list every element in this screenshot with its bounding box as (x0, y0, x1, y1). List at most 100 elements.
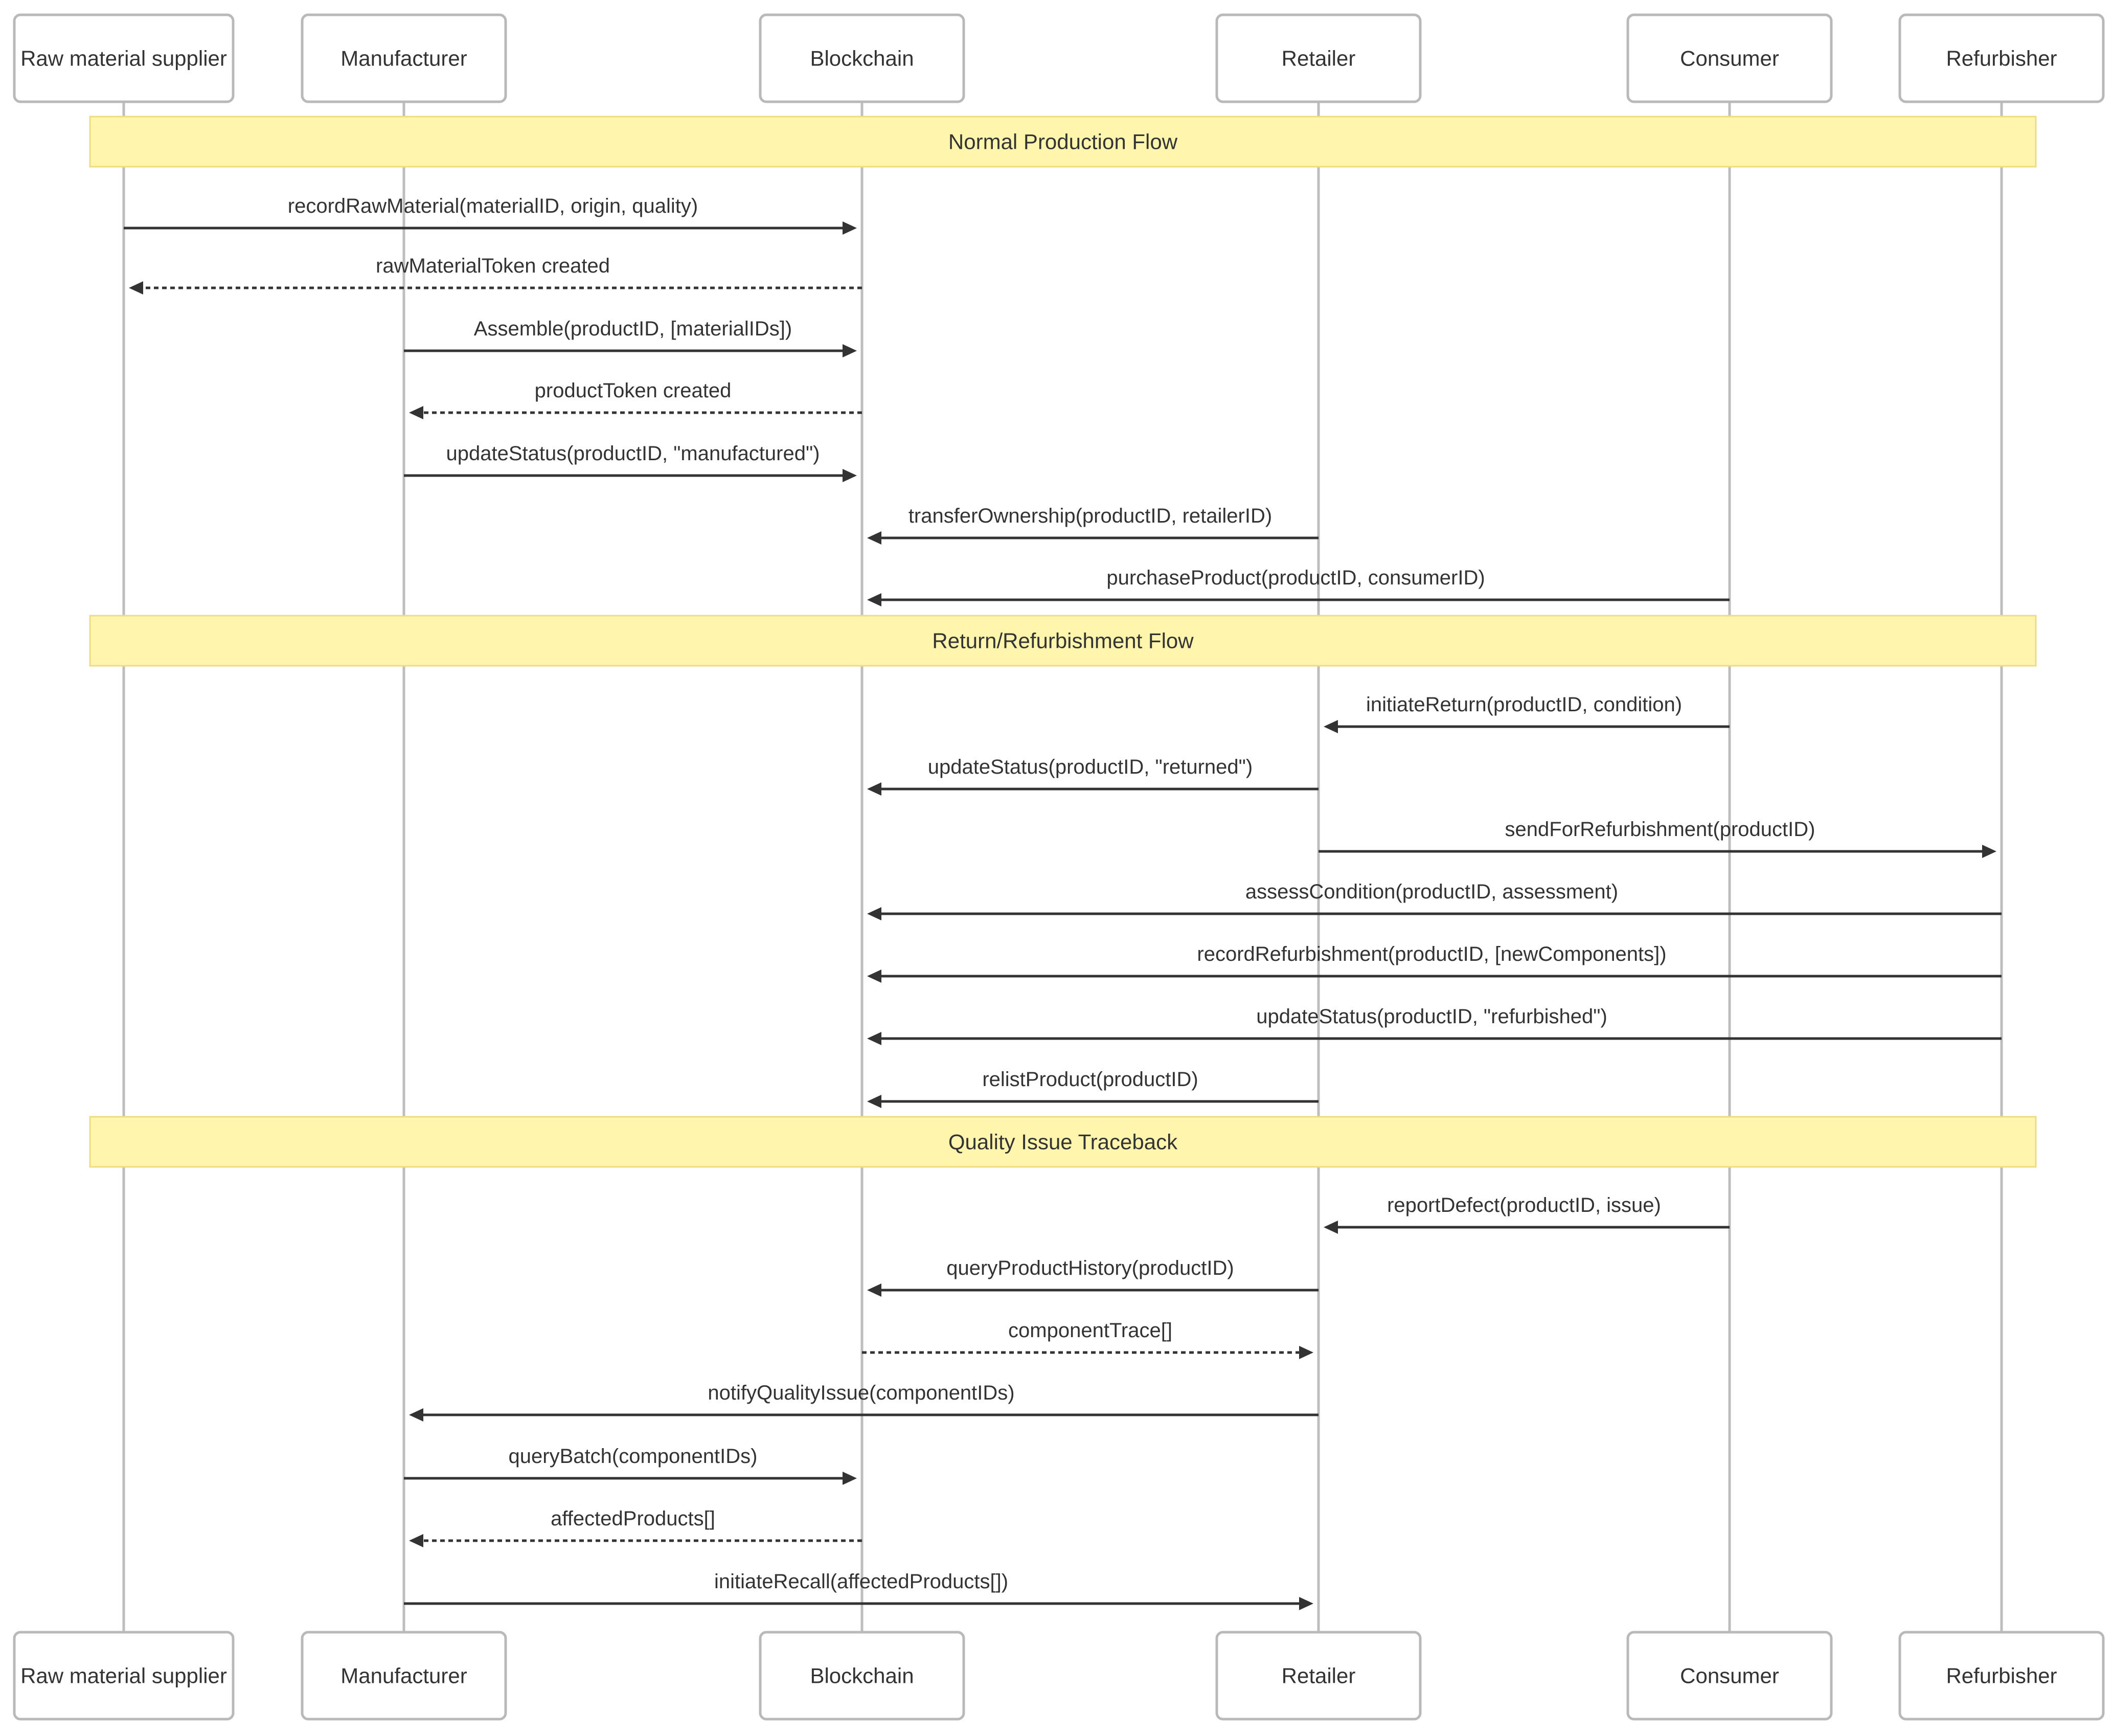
actor-label: Retailer (1282, 47, 1356, 71)
actor-rms-bottom[interactable]: Raw material supplier (13, 1631, 235, 1721)
message: componentTrace[] (862, 1319, 1313, 1359)
actor-box (1898, 13, 2105, 103)
section-note: Quality Issue Traceback (89, 1116, 2037, 1168)
message: initiateReturn(productID, condition) (1324, 693, 1730, 733)
notes: Normal Production FlowReturn/Refurbishme… (89, 116, 2037, 1168)
message: sendForRefurbishment(productID) (1319, 818, 1996, 858)
actor-rms-top[interactable]: Raw material supplier (13, 13, 235, 103)
arrowhead (867, 593, 881, 606)
message-label: updateStatus(productID, "refurbished") (1256, 1005, 1607, 1028)
arrowhead (843, 221, 857, 235)
message: updateStatus(productID, "refurbished") (867, 1005, 2002, 1045)
actor-box (1626, 13, 1833, 103)
note-label: Normal Production Flow (948, 130, 1178, 154)
actor-label: Manufacturer (340, 1664, 467, 1688)
message: productToken created (409, 379, 862, 419)
arrowhead (867, 1032, 881, 1045)
arrowhead (409, 406, 423, 419)
message: updateStatus(productID, "manufactured") (404, 442, 857, 482)
message-label: productToken created (535, 379, 732, 402)
arrowhead (1299, 1597, 1313, 1610)
message-label: initiateRecall(affectedProducts[]) (714, 1570, 1008, 1593)
arrowhead (409, 1408, 423, 1422)
actor-ref-bottom[interactable]: Refurbisher (1898, 1631, 2105, 1721)
actor-label: Raw material supplier (20, 47, 227, 71)
section-note: Normal Production Flow (89, 116, 2037, 168)
arrowhead (867, 531, 881, 545)
message: updateStatus(productID, "returned") (867, 756, 1319, 796)
actor-ret-bottom[interactable]: Retailer (1215, 1631, 1422, 1721)
actor-bc-top[interactable]: Blockchain (759, 13, 965, 103)
arrowhead (843, 344, 857, 357)
message-label: recordRefurbishment(productID, [newCompo… (1197, 943, 1666, 965)
actor-label: Refurbisher (1946, 1664, 2057, 1688)
message: queryBatch(componentIDs) (404, 1445, 857, 1485)
actor-box (1626, 1631, 1833, 1721)
message: reportDefect(productID, issue) (1324, 1194, 1730, 1234)
message: notifyQualityIssue(componentIDs) (409, 1382, 1319, 1422)
actor-label: Consumer (1680, 47, 1779, 71)
actor-label: Retailer (1282, 1664, 1356, 1688)
message-label: queryBatch(componentIDs) (509, 1445, 758, 1468)
actor-bc-bottom[interactable]: Blockchain (759, 1631, 965, 1721)
actor-box (13, 1631, 235, 1721)
message: recordRefurbishment(productID, [newCompo… (867, 943, 2002, 983)
arrowhead (867, 907, 881, 920)
arrowhead (867, 782, 881, 796)
message: initiateRecall(affectedProducts[]) (404, 1570, 1313, 1610)
note-box (89, 615, 2037, 667)
arrowhead (1982, 845, 1996, 858)
message-label: Assemble(productID, [materialIDs]) (474, 318, 792, 340)
note-label: Quality Issue Traceback (948, 1130, 1178, 1154)
message: Assemble(productID, [materialIDs]) (404, 318, 857, 357)
arrowhead (1299, 1346, 1313, 1359)
arrowhead (409, 1534, 423, 1547)
actor-ret-top[interactable]: Retailer (1215, 13, 1422, 103)
arrowhead (1324, 720, 1338, 733)
message-label: recordRawMaterial(materialID, origin, qu… (288, 195, 698, 217)
message: queryProductHistory(productID) (867, 1257, 1319, 1297)
arrowhead (1324, 1221, 1338, 1234)
actor-mfg-top[interactable]: Manufacturer (301, 13, 507, 103)
arrowhead (129, 281, 143, 295)
arrowhead (867, 1283, 881, 1297)
note-box (89, 116, 2037, 168)
actor-con-top[interactable]: Consumer (1626, 13, 1833, 103)
message-label: transferOwnership(productID, retailerID) (908, 505, 1272, 527)
arrowhead (843, 1472, 857, 1485)
note-label: Return/Refurbishment Flow (932, 629, 1194, 653)
section-note: Return/Refurbishment Flow (89, 615, 2037, 667)
actor-label: Manufacturer (340, 47, 467, 71)
actor-box (1898, 1631, 2105, 1721)
actor-con-bottom[interactable]: Consumer (1626, 1631, 1833, 1721)
message-label: reportDefect(productID, issue) (1387, 1194, 1661, 1216)
actor-label: Refurbisher (1946, 47, 2057, 71)
actor-label: Raw material supplier (20, 1664, 227, 1688)
message-label: sendForRefurbishment(productID) (1505, 818, 1815, 841)
message: affectedProducts[] (409, 1507, 862, 1547)
message-label: initiateReturn(productID, condition) (1366, 693, 1682, 716)
actor-box (301, 1631, 507, 1721)
message: assessCondition(productID, assessment) (867, 881, 2002, 920)
actor-ref-top[interactable]: Refurbisher (1898, 13, 2105, 103)
message: relistProduct(productID) (867, 1068, 1319, 1108)
arrowhead (867, 970, 881, 983)
message-label: affectedProducts[] (551, 1507, 715, 1530)
actor-box (301, 13, 507, 103)
message-label: purchaseProduct(productID, consumerID) (1106, 567, 1485, 589)
actor-mfg-bottom[interactable]: Manufacturer (301, 1631, 507, 1721)
actor-label: Blockchain (810, 47, 914, 71)
actor-box (1215, 13, 1422, 103)
actor-box (13, 13, 235, 103)
message-label: updateStatus(productID, "returned") (928, 756, 1253, 778)
arrowhead (843, 469, 857, 482)
message-label: relistProduct(productID) (982, 1068, 1198, 1091)
message-label: componentTrace[] (1008, 1319, 1172, 1342)
arrowhead (867, 1095, 881, 1108)
message-label: queryProductHistory(productID) (946, 1257, 1234, 1279)
messages: recordRawMaterial(materialID, origin, qu… (124, 195, 2002, 1610)
message-label: assessCondition(productID, assessment) (1245, 881, 1618, 903)
actor-box (759, 1631, 965, 1721)
